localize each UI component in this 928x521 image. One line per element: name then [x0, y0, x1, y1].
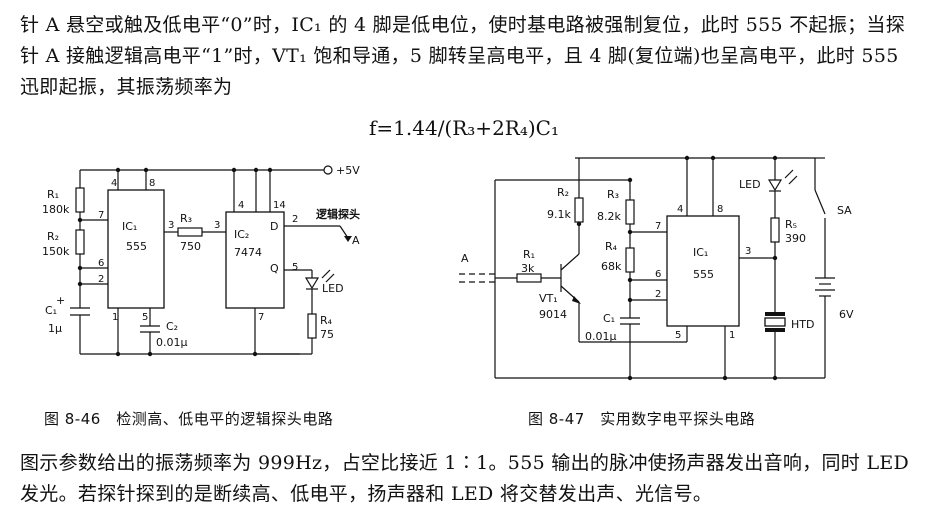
r2-value: 9.1k [547, 208, 571, 221]
r2-name: R₂ [47, 230, 59, 243]
supply-label: +5V [336, 164, 360, 177]
c2-name: C₂ [166, 320, 178, 333]
resistor-r4 [625, 247, 635, 273]
ic1-pin6: 6 [655, 269, 661, 280]
ic1-name: IC₁ [122, 220, 137, 233]
battery-label: 6V [839, 308, 854, 321]
ic1-name: IC₁ [693, 246, 708, 259]
ic1-pin4: 4 [677, 204, 683, 215]
c2-value: 0.01μ [156, 336, 188, 349]
ic2-pin3: 3 [214, 220, 220, 231]
resistor-r2 [75, 229, 85, 255]
r1-name: R₁ [523, 248, 535, 261]
vt1-transistor [560, 253, 580, 271]
ic2-type: 7474 [234, 246, 262, 259]
resistor-r3 [625, 199, 635, 225]
svg-text:+: + [56, 294, 65, 307]
r3-value: 750 [180, 240, 201, 253]
r4-name: R₄ [605, 240, 618, 253]
buzzer-label: HTD [791, 318, 814, 331]
r3-name: R₃ [607, 188, 619, 201]
resistor-r2 [574, 197, 584, 223]
vt1-name: VT₁ [539, 292, 558, 305]
frequency-formula: f=1.44/(R₃+2R₄)C₁ [369, 116, 559, 140]
ic1-pin8: 8 [149, 178, 155, 189]
resistor-r1 [516, 273, 542, 283]
ic2-pin2: 2 [292, 214, 298, 225]
r1-value: 3k [521, 262, 535, 275]
ic1-pin2: 2 [655, 289, 661, 300]
r2-name: R₂ [557, 186, 569, 199]
r5-value: 390 [785, 232, 806, 245]
vt1-type: 9014 [539, 308, 567, 321]
c1-name: C₁ [45, 304, 57, 317]
ic1-pin1: 1 [729, 330, 735, 341]
led-label: LED [739, 178, 761, 191]
ic1-pin8: 8 [717, 204, 723, 215]
r4-name: R₄ [320, 314, 333, 327]
ic2-pin5: 5 [292, 262, 298, 273]
r2-value: 150k [42, 245, 70, 258]
led-diode [304, 277, 320, 290]
ic2-7474-chip [225, 211, 285, 309]
r4-value: 68k [601, 260, 622, 273]
supply-terminal [323, 165, 333, 175]
buzzer-htd [764, 317, 786, 327]
figure-8-46-caption: 图 8-46 检测高、低电平的逻辑探头电路 [44, 410, 334, 428]
ic1-pin5: 5 [142, 312, 148, 323]
r3-name: R₃ [180, 212, 192, 225]
resistor-r1 [75, 187, 85, 213]
probe-point-a: A [461, 252, 469, 265]
c1-name: C₁ [603, 312, 615, 325]
ic1-555-chip [666, 215, 740, 327]
ic1-pin7: 7 [655, 221, 661, 232]
ic2-pin-q: Q [270, 262, 279, 275]
probe-title: 逻辑探头 [316, 207, 360, 221]
ic2-name: IC₂ [234, 228, 249, 241]
figure-8-46-circuit: +5V R₁ 180k R₂ 150k C₁ + 1μ IC₁ 555 4 8 … [30, 132, 440, 414]
ic1-pin3: 3 [168, 220, 174, 231]
ic1-pin4: 4 [111, 178, 117, 189]
ic1-pin7: 7 [98, 210, 104, 221]
c1-value: 1μ [48, 322, 62, 335]
r4-value: 75 [320, 328, 334, 341]
ic1-type: 555 [693, 268, 714, 281]
probe-point-a: A [352, 234, 360, 247]
ic1-pin5: 5 [675, 330, 681, 341]
switch-sa [814, 189, 826, 215]
r5-name: R₅ [785, 218, 797, 231]
c1-value: 0.01μ [585, 330, 617, 343]
ic1-pin2: 2 [98, 274, 104, 285]
ic1-555-chip [107, 189, 165, 309]
switch-label: SA [837, 204, 852, 217]
resistor-r4 [307, 313, 317, 339]
ic2-pin7: 7 [258, 312, 264, 323]
ic1-pin3: 3 [745, 246, 751, 257]
ic2-pin-d: D [270, 220, 278, 233]
resistor-r3 [177, 227, 203, 237]
ic1-pin1: 1 [112, 312, 118, 323]
ic1-type: 555 [126, 240, 147, 253]
led-label: LED [322, 282, 344, 295]
ic2-pin14: 14 [273, 200, 286, 211]
figure-8-47-caption: 图 8-47 实用数字电平探头电路 [528, 410, 756, 428]
figure-8-47-circuit: A R₁ 3k VT₁ 9014 R₂ 9.1k R₃ 8.2k R₄ 68k … [455, 132, 905, 414]
r1-name: R₁ [47, 188, 59, 201]
r1-value: 180k [42, 203, 70, 216]
resistor-r5 [770, 217, 780, 243]
paragraph-intro: 针 A 悬空或触及低电平“0”时，IC₁ 的 4 脚是低电位，使时基电路被强制复… [20, 14, 906, 98]
ic1-pin6: 6 [98, 258, 104, 269]
r3-value: 8.2k [597, 210, 621, 223]
led-diode [767, 179, 783, 192]
ic2-pin4: 4 [238, 200, 244, 211]
paragraph-conclusion: 图示参数给出的振荡频率为 999Hz，占空比接近 1∶1。555 输出的脉冲使扬… [20, 452, 910, 505]
